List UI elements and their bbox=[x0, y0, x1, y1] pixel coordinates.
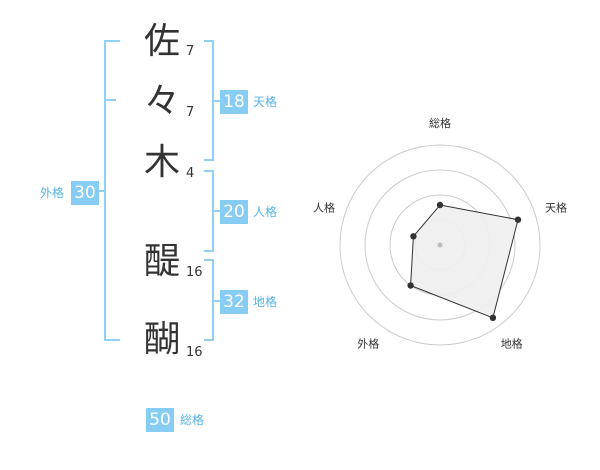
soukaku-value: 50 bbox=[146, 408, 174, 432]
radar-axis-label-3: 地格 bbox=[501, 337, 523, 351]
radar-point-4 bbox=[407, 282, 414, 289]
radar-point-2 bbox=[514, 216, 522, 223]
gaikaku-bracket bbox=[104, 40, 120, 341]
name-char-4: 醍 bbox=[143, 241, 180, 282]
tenkaku-bracket-tick bbox=[212, 100, 220, 102]
radar-axis-label-1: 総格 bbox=[429, 116, 451, 130]
radar-axis-label-5: 人格 bbox=[313, 200, 335, 214]
stroke-count-4: 16 bbox=[186, 265, 203, 280]
soukaku-label: 総格 bbox=[180, 413, 205, 427]
stroke-count-3: 4 bbox=[186, 166, 195, 181]
name-char-3: 木 bbox=[143, 142, 180, 183]
gaikaku-value: 30 bbox=[71, 181, 99, 205]
radar-point-3 bbox=[489, 314, 497, 321]
chikaku-value: 32 bbox=[220, 290, 248, 314]
tenkaku-value: 18 bbox=[220, 90, 248, 114]
chikaku-bracket-tick bbox=[212, 300, 220, 302]
gaikaku-bracket-tick-2 bbox=[96, 190, 106, 192]
chikaku-label: 地格 bbox=[253, 295, 278, 309]
radar-ring-4 bbox=[339, 144, 541, 346]
radar-point-5 bbox=[410, 233, 417, 240]
radar-point-1 bbox=[436, 201, 444, 209]
stroke-count-2: 7 bbox=[186, 105, 195, 120]
jinkaku-bracket-tick bbox=[212, 210, 220, 212]
radar-axis-label-4: 外格 bbox=[357, 337, 379, 351]
stroke-count-5: 16 bbox=[186, 345, 203, 360]
name-char-1: 佐 bbox=[143, 21, 180, 62]
radar-axis-label-2: 天格 bbox=[545, 200, 567, 214]
name-char-5: 醐 bbox=[143, 319, 180, 360]
name-char-2: 々 bbox=[143, 81, 180, 122]
jinkaku-value: 20 bbox=[220, 200, 248, 224]
tenkaku-label: 天格 bbox=[253, 95, 278, 109]
radar-ring-3 bbox=[364, 169, 516, 321]
radar-data-polygon bbox=[410, 204, 519, 319]
gaikaku-label: 外格 bbox=[40, 186, 65, 200]
jinkaku-label: 人格 bbox=[253, 205, 278, 219]
stroke-count-1: 7 bbox=[186, 44, 195, 59]
gaikaku-bracket-tick-1 bbox=[106, 99, 116, 101]
radar-center-dot bbox=[437, 242, 443, 248]
